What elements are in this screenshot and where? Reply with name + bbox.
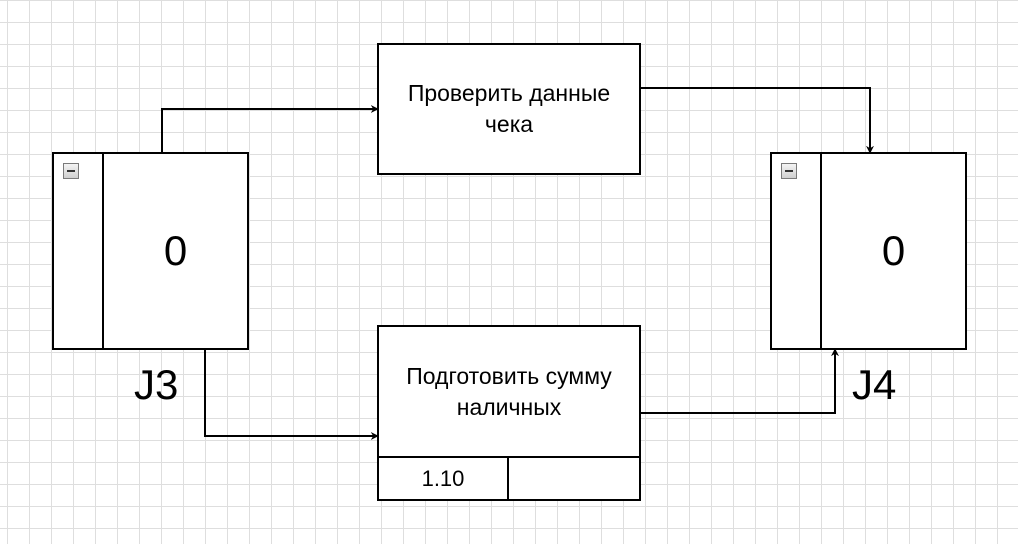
junction-j3-label: J3 <box>134 361 179 408</box>
junction-j4[interactable]: 0 <box>770 152 967 350</box>
junction-j4-side-strip <box>772 154 822 348</box>
junction-j3-side-strip <box>54 154 104 348</box>
process-prepare-cash[interactable]: Подготовить сумму наличных <box>377 325 641 458</box>
collapse-minus-icon[interactable] <box>781 163 797 179</box>
connector-j3-to-check-receipt[interactable] <box>161 105 379 153</box>
process-number: 1.10 <box>379 458 509 499</box>
junction-j4-label: J4 <box>852 361 897 408</box>
collapse-minus-icon[interactable] <box>63 163 79 179</box>
connector-check-receipt-to-j4[interactable] <box>640 87 874 154</box>
process-check-receipt[interactable]: Проверить данные чека <box>377 43 641 175</box>
connector-prepare-cash-to-j4[interactable] <box>640 348 839 414</box>
junction-j3[interactable]: 0 <box>52 152 249 350</box>
junction-j4-value: 0 <box>881 227 906 274</box>
process-prepare-cash-reference-row: 1.10 <box>377 458 641 501</box>
junction-j3-value: 0 <box>163 227 188 274</box>
process-reference-cell <box>509 458 639 499</box>
connector-j3-to-prepare-cash[interactable] <box>204 349 379 440</box>
process-prepare-cash-label: Подготовить сумму наличных <box>406 362 612 420</box>
process-check-receipt-label: Проверить данные чека <box>407 80 611 137</box>
